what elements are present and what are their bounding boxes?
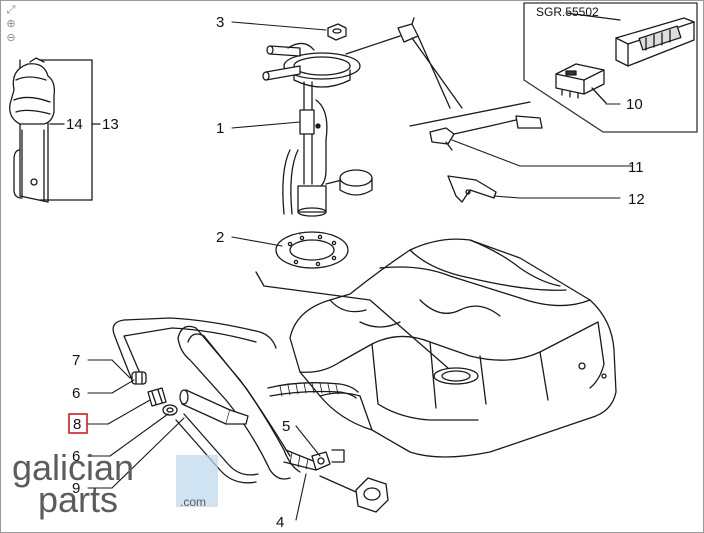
callout-10[interactable]: 10 [626,96,643,113]
callout-13[interactable]: 13 [102,116,119,133]
callout-8[interactable]: 8 [73,416,81,433]
filler-fitting-4-part[interactable] [319,475,389,513]
callout-9[interactable]: 9 [72,480,80,497]
relay-part[interactable] [555,63,607,104]
callout-labels: 3 1 2 14 13 7 6 8 6 9 5 4 10 11 12 SGR.5… [66,5,645,531]
clip-bracket-part[interactable] [9,57,56,203]
fuel-filter-part[interactable] [179,389,249,425]
callout-1[interactable]: 1 [216,120,224,137]
reference-leader-line [565,12,621,21]
inset-box [523,2,698,133]
gasket-ring-part[interactable] [275,231,349,269]
fuel-tank-part[interactable] [289,238,617,458]
reference-code: SGR.55502 [536,5,599,19]
nut-part[interactable] [327,23,347,41]
callout-4[interactable]: 4 [276,514,284,531]
wiring-harness-part[interactable] [429,115,543,151]
watermark-line1: galician [12,447,134,488]
callout-11[interactable]: 11 [628,159,644,176]
watermark-line2: parts [38,479,118,520]
callout-14[interactable]: 14 [66,116,83,133]
hose-clamp-8-part[interactable] [147,387,167,407]
leader-lines [87,21,633,521]
callout-3[interactable]: 3 [216,14,224,31]
watermark-suffix: .com [180,495,206,509]
callout-6-lower[interactable]: 6 [72,448,80,465]
watermark-accent [176,455,218,507]
callout-12[interactable]: 12 [628,191,645,208]
fit-page-icon[interactable]: ⤢ [6,4,16,16]
callout-5[interactable]: 5 [282,418,290,435]
fuel-feed-hose-part[interactable] [175,413,259,484]
callout-7[interactable]: 7 [72,352,80,369]
hose-clip-5-part[interactable] [311,449,345,471]
zoom-in-icon[interactable]: ⊕ [6,18,16,30]
callout-6-upper[interactable]: 6 [72,385,80,402]
highlight-box-8 [68,413,88,434]
hose-connector-6-upper-part[interactable] [131,371,147,385]
mounting-bracket-part[interactable] [447,175,497,203]
callout-2[interactable]: 2 [216,229,224,246]
vent-hose-part[interactable] [112,317,277,381]
zoom-toolbar: ⤢ ⊕ ⊖ [4,3,20,45]
galicianparts-watermark: galician parts .com [12,447,218,520]
leader-10 [591,87,607,104]
callout-13-bracket [39,59,101,201]
connector-block-part[interactable] [615,17,695,67]
fuel-pump-sender-part[interactable] [262,17,419,217]
hose-connector-6-lower-part[interactable] [162,404,178,416]
zoom-out-icon[interactable]: ⊖ [6,32,16,44]
